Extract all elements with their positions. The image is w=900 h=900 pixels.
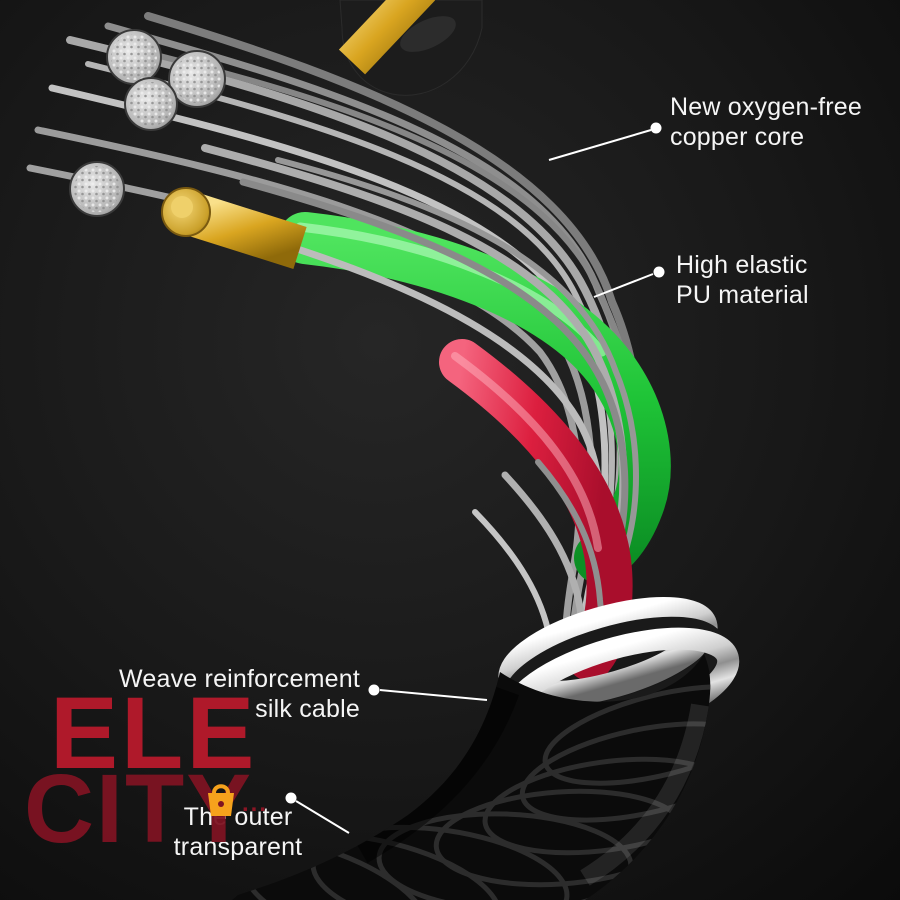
watermark-ele: ELE (50, 676, 258, 790)
annotation-copper-line2: copper core (670, 123, 805, 151)
annotation-copper-line1: New oxygen-free (670, 93, 862, 121)
annotation-weave-silk: Weave reinforcement silk cable (118, 664, 360, 724)
stranded-copper-end (168, 50, 226, 108)
leader-line-weave (379, 689, 488, 701)
stranded-copper-end (106, 29, 162, 85)
annotation-weave-line2: silk cable (255, 695, 360, 723)
gold-copper-core-end (161, 187, 307, 269)
watermark-bag-icon (208, 784, 234, 816)
annotation-outer-line2: transparent (173, 833, 303, 861)
marker-dot-copper (650, 122, 662, 134)
annotation-pu-line2: PU material (676, 281, 809, 309)
annotation-copper-core: New oxygen-free copper core (670, 92, 862, 152)
stranded-copper-end (69, 161, 125, 217)
annotation-pu-line1: High elastic (676, 251, 808, 279)
copper-core-shaft-top (338, 0, 436, 75)
annotation-outer-transparent: The outer transparent (156, 802, 320, 862)
leader-line-copper (548, 129, 652, 161)
wire-ends (69, 29, 307, 269)
marker-dot-pu (653, 266, 665, 278)
marker-dot-outer (285, 792, 297, 804)
leader-line-outer (295, 800, 350, 834)
annotation-weave-line1: Weave reinforcement (119, 665, 360, 693)
leader-line-pu (593, 273, 654, 298)
annotation-outer-line1: The outer (183, 803, 293, 831)
watermark-dots: ... (242, 790, 269, 817)
callout-markers (285, 122, 665, 834)
annotation-pu-material: High elastic PU material (676, 250, 809, 310)
marker-dot-weave (368, 684, 380, 696)
stranded-copper-end (124, 77, 178, 131)
